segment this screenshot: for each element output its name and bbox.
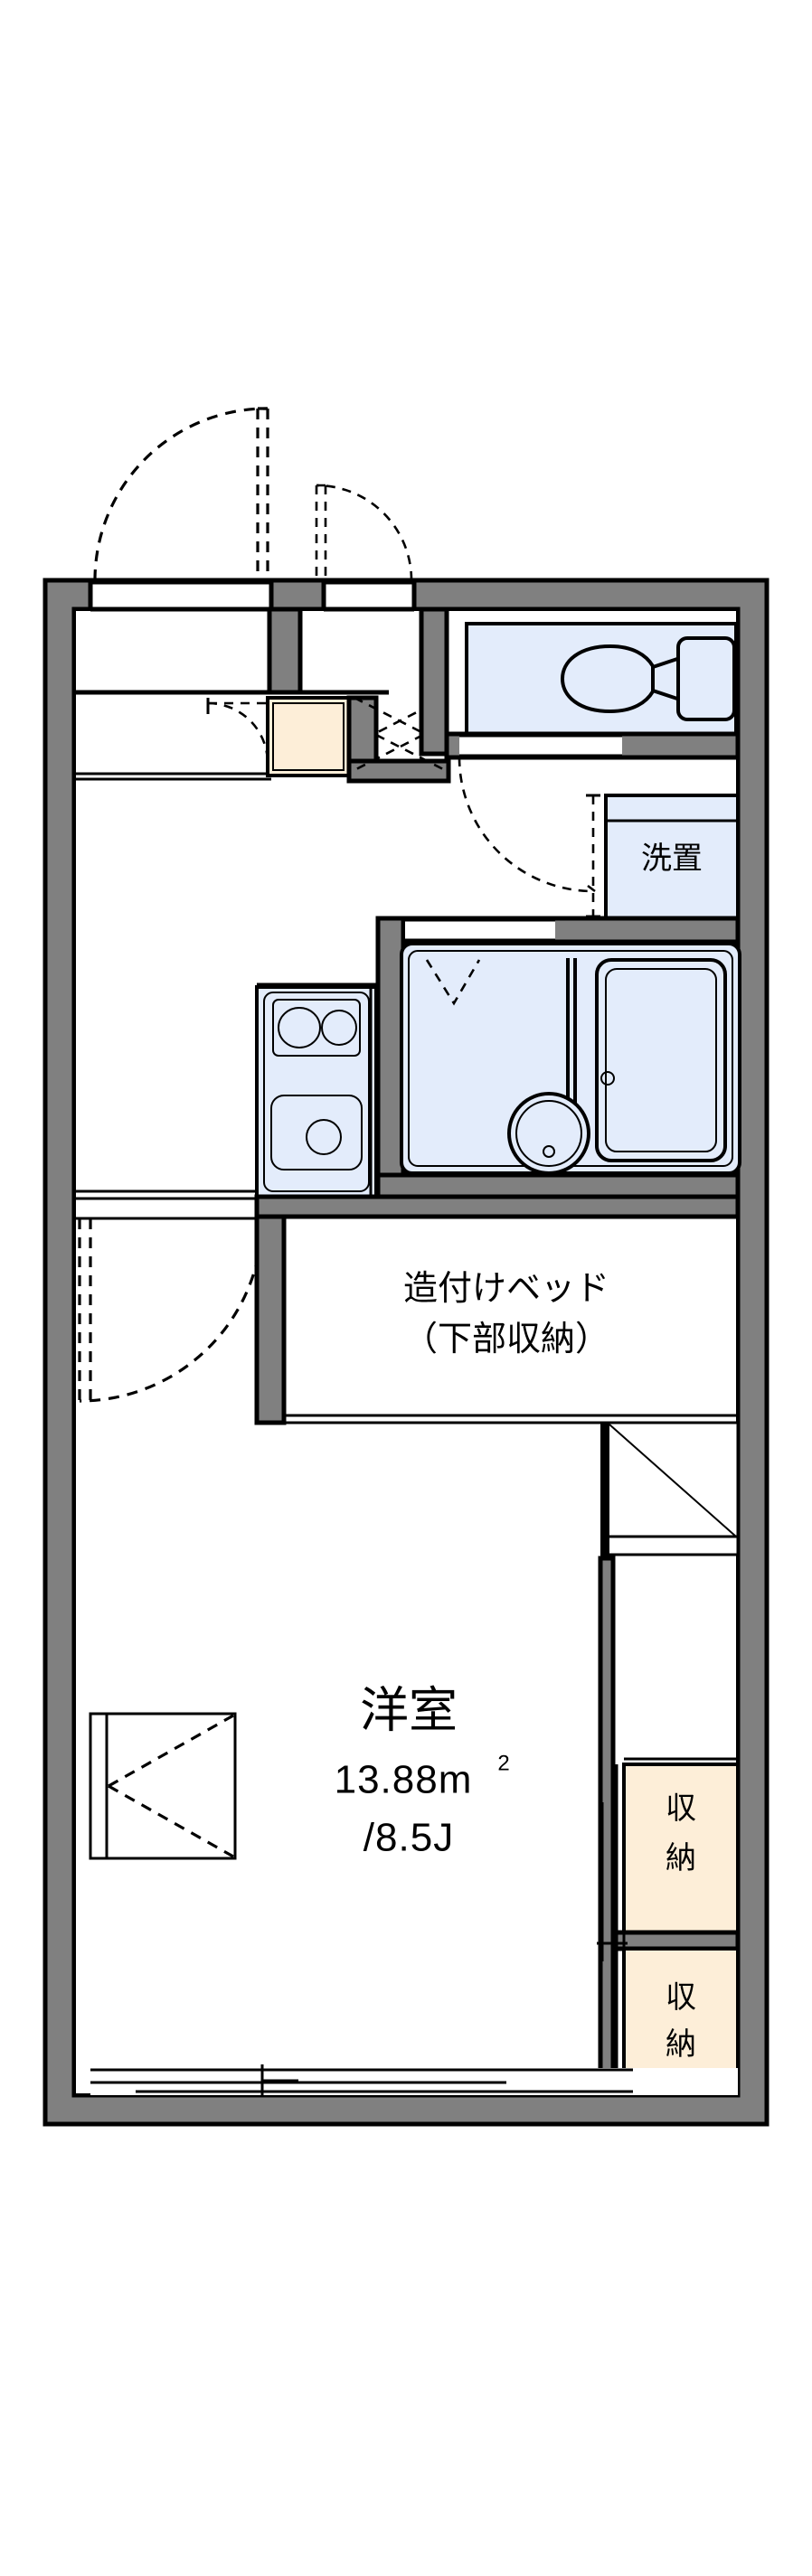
corridor-wall-bottom-outline bbox=[346, 758, 451, 784]
upper-shelf-diagonal bbox=[609, 1424, 737, 1537]
corridor-wall-bottom bbox=[349, 761, 448, 781]
storage-closets: 収 納 収 納 bbox=[597, 1556, 741, 2098]
bed-label-line2: （下部収納） bbox=[403, 1321, 609, 1359]
hall-partition-wall bbox=[269, 609, 300, 692]
entrance-door-leaf bbox=[256, 407, 269, 578]
shoe-box-inner bbox=[272, 702, 345, 771]
main-room-label-group: 洋室 13.88m 2 /8.5J bbox=[335, 1683, 510, 1859]
main-room-area-superscript: 2 bbox=[497, 1751, 509, 1775]
folding-door-corridor[interactable] bbox=[354, 696, 446, 772]
shoe-box-body bbox=[266, 696, 351, 777]
hall-door-frame bbox=[321, 579, 417, 612]
washer-space-label: 洗置 bbox=[641, 841, 703, 876]
kitchen-sink-basin bbox=[270, 1095, 363, 1170]
entrance-door-swing bbox=[93, 407, 269, 581]
entrance-hall bbox=[76, 606, 389, 781]
washbasin-bowl bbox=[507, 1092, 590, 1175]
shower-indicator bbox=[425, 959, 481, 1006]
bath-door-frame bbox=[405, 918, 555, 942]
unit-bath bbox=[375, 916, 741, 1201]
main-room-jo: /8.5J bbox=[364, 1816, 454, 1860]
bed-wall-top bbox=[257, 1197, 738, 1217]
kitchen-bath-divider bbox=[369, 987, 378, 1197]
upper-shelf bbox=[600, 1421, 740, 1558]
toilet-bowl bbox=[560, 644, 655, 714]
left-window[interactable] bbox=[89, 1712, 237, 1860]
bed-wall-left bbox=[257, 1197, 284, 1423]
upper-shelf-box bbox=[606, 1421, 740, 1556]
toilet-door-arc bbox=[458, 757, 594, 893]
toilet-wall-left-outline bbox=[419, 606, 449, 757]
room-door-leaf bbox=[78, 1218, 92, 1401]
main-room-area: 13.88m bbox=[335, 1758, 473, 1802]
washer-space: 洗置 bbox=[586, 794, 740, 920]
bathtub-outer bbox=[595, 958, 727, 1162]
entrance-swing-arc bbox=[93, 407, 268, 581]
window-open-upper bbox=[108, 1714, 234, 1788]
shoe-door-arc bbox=[207, 701, 269, 764]
shelf-divider-wall bbox=[600, 1423, 609, 1558]
washbasin-drain bbox=[543, 1145, 555, 1158]
kitchen-counter bbox=[255, 985, 378, 1199]
window-frame bbox=[89, 1712, 237, 1860]
bathtub-drain bbox=[600, 1071, 615, 1086]
toilet-connector bbox=[651, 655, 682, 702]
gas-burner-right bbox=[321, 1010, 357, 1046]
toilet-door-leaf bbox=[587, 884, 596, 893]
storage-upper-label-2: 納 bbox=[666, 1841, 696, 1876]
toilet-tank bbox=[676, 636, 736, 721]
shoe-box bbox=[206, 696, 351, 777]
top-wall-openings bbox=[88, 579, 417, 612]
closet-door-track-upper[interactable] bbox=[615, 1764, 626, 2095]
hall-partition-outline bbox=[267, 606, 303, 695]
storage-lower-label-2: 納 bbox=[666, 2027, 696, 2062]
entrance-door-frame bbox=[88, 579, 274, 612]
toilet-door-opening[interactable] bbox=[459, 736, 622, 756]
window-open-lower bbox=[108, 1784, 234, 1858]
storage-upper-box[interactable] bbox=[622, 1763, 740, 1934]
kitchen-counter-inner bbox=[263, 992, 370, 1192]
storage-upper-label-1: 収 bbox=[666, 1791, 696, 1826]
gas-stove-plate bbox=[272, 999, 361, 1057]
entrance-door-opening[interactable] bbox=[90, 582, 271, 609]
bath-wall-left bbox=[378, 918, 403, 1199]
balcony-sliding-door[interactable] bbox=[90, 2064, 738, 2097]
folding-door-left bbox=[354, 696, 428, 772]
bath-door-opening[interactable] bbox=[405, 920, 555, 940]
closet-divider-wall bbox=[613, 1932, 738, 1949]
bathtub-inner bbox=[605, 968, 717, 1152]
kitchen bbox=[255, 982, 378, 1199]
hall-boundaries bbox=[76, 1189, 271, 1220]
hall-swing-arc bbox=[316, 484, 413, 581]
washbasin-bowl-inner bbox=[515, 1100, 582, 1167]
toilet-wall-bottom-outline bbox=[444, 731, 741, 760]
bed-wall-top-outline bbox=[254, 1194, 741, 1219]
washer-area-floor bbox=[604, 794, 740, 920]
hall-door-opening[interactable] bbox=[324, 582, 414, 609]
storage-lower-label-1: 収 bbox=[666, 1980, 696, 2015]
hall-door-swing bbox=[315, 484, 413, 581]
toilet-wall-left bbox=[421, 609, 447, 754]
genkan-edge bbox=[76, 692, 389, 694]
main-room-name: 洋室 bbox=[360, 1683, 458, 1737]
hall-door-leaf bbox=[315, 484, 327, 578]
kitchen-sink-drain bbox=[306, 1119, 342, 1155]
gas-burner-left bbox=[278, 1007, 321, 1048]
bed-label-line1: 造付けベッド bbox=[403, 1270, 609, 1308]
folding-door-right bbox=[372, 696, 446, 772]
toilet-door-frame bbox=[459, 734, 622, 757]
toilet-room bbox=[419, 606, 741, 893]
